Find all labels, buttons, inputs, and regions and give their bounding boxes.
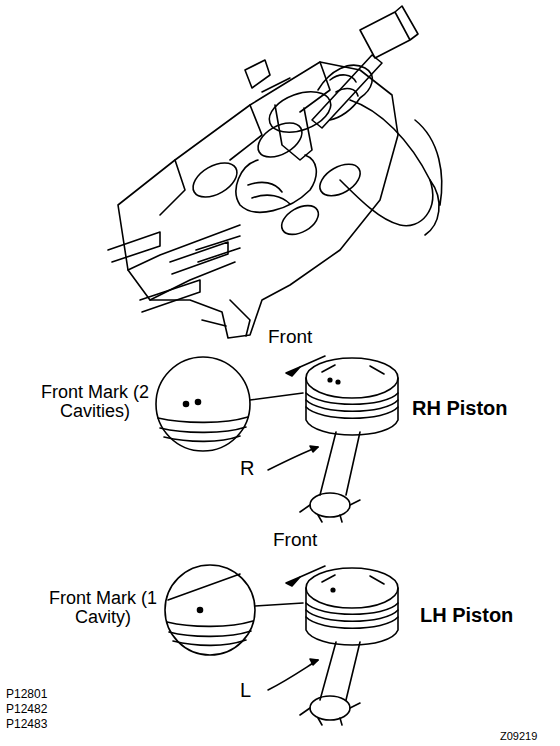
figure-code: Z09219 [500, 731, 537, 743]
leader-line [255, 603, 303, 606]
side-mark: R [240, 458, 254, 480]
side-mark: L [240, 680, 251, 702]
piston-name: LH Piston [420, 605, 513, 627]
pointer-arrow [268, 660, 318, 690]
magnified-front-mark [156, 357, 250, 451]
rh-piston [156, 356, 398, 522]
front-label: Front [268, 327, 312, 348]
figure-code: P12483 [6, 718, 47, 731]
lh-piston [165, 565, 398, 725]
front-arrow [300, 356, 325, 367]
front-arrow [300, 566, 325, 577]
pointer-arrow [268, 447, 318, 470]
leader-line [250, 393, 303, 400]
front-mark-label: Front Mark (1 Cavity) [44, 589, 162, 628]
front-label: Front [273, 530, 317, 551]
front-arrow [286, 367, 300, 376]
figure-code: P12482 [6, 703, 47, 716]
piston-name: RH Piston [412, 398, 508, 420]
front-mark-label: Front Mark (2 Cavities) [36, 383, 154, 422]
magnified-front-mark [165, 565, 255, 655]
hammer-and-hands [236, 6, 442, 235]
figure-code: P12801 [6, 688, 47, 701]
front-arrow [286, 577, 300, 586]
